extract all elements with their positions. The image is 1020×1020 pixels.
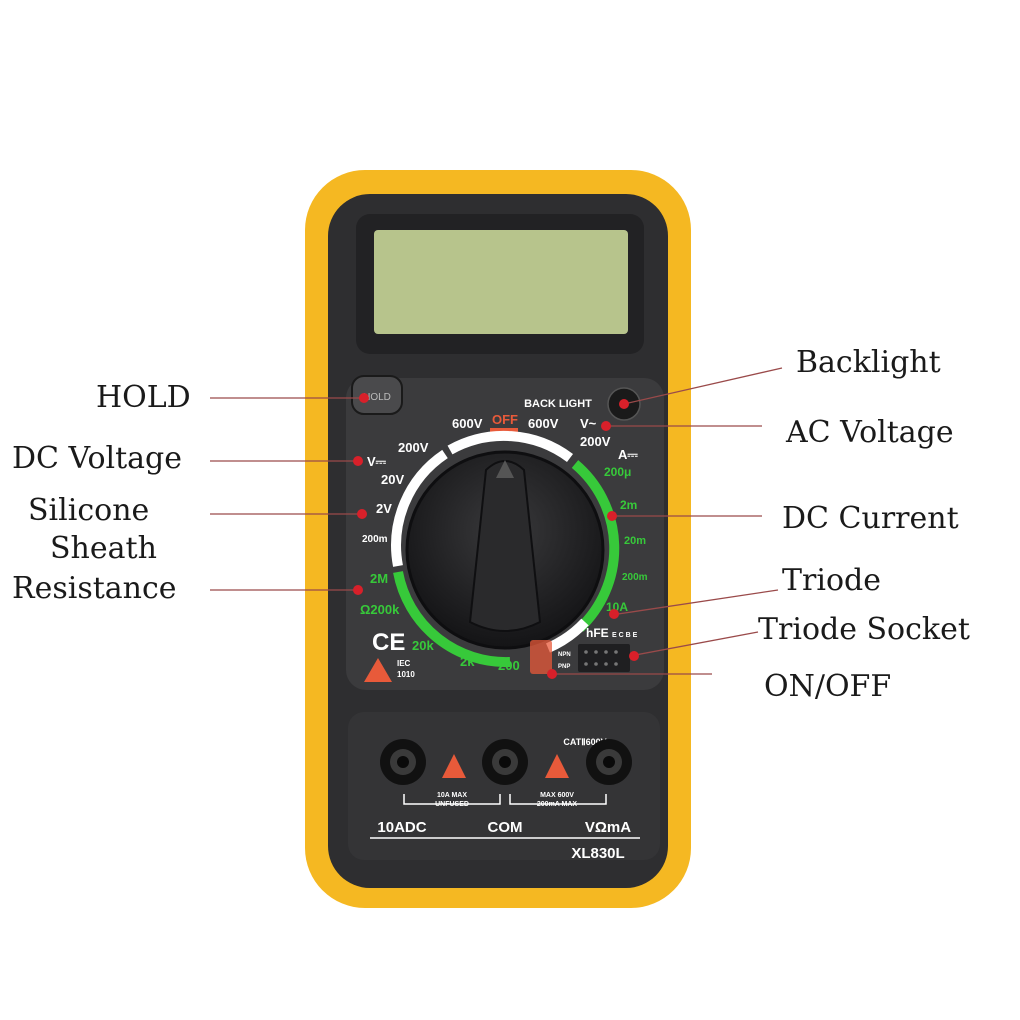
knob-pointer-icon — [496, 460, 514, 478]
callout-silicone: Silicone — [28, 493, 150, 528]
range-2k-ohm: 2k — [460, 654, 475, 669]
off-label: OFF — [492, 412, 518, 427]
ring-current-arc — [571, 460, 620, 632]
callout-triode: Triode — [782, 563, 881, 598]
jack-note-right-2: 200mA MAX — [537, 801, 578, 808]
ce-mark: CE — [372, 629, 405, 656]
jack-label-vohm-ma: VΩmA — [585, 819, 631, 836]
dc-voltage-symbol: V⎓ — [367, 454, 387, 469]
range-2v: 2V — [376, 501, 392, 516]
ring-top-arc — [447, 430, 574, 463]
range-200v-left: 200V — [398, 440, 429, 455]
iec-label: IEC — [397, 659, 411, 668]
warning-triangle-icon — [364, 658, 392, 682]
callout-dc-voltage: DC Voltage — [12, 441, 183, 476]
backlight-label: BACK LIGHT — [524, 398, 592, 410]
jack-label-com: COM — [488, 819, 523, 836]
leader-triode-socket — [629, 631, 759, 657]
range-20k-ohm: 20k — [412, 638, 434, 653]
callout-resistance: Resistance — [12, 571, 177, 606]
npn-label: NPN — [558, 652, 571, 658]
iec-number: 1010 — [397, 670, 415, 679]
leader-backlight — [623, 367, 783, 405]
callout-backlight: Backlight — [796, 345, 941, 380]
ac-voltage-symbol: V~ — [580, 416, 597, 431]
warning-triangle-icon — [442, 754, 466, 778]
ring-resistance-arc — [393, 571, 511, 668]
jack-note-left-1: 10A MAX — [437, 792, 467, 799]
range-20v: 20V — [381, 472, 404, 487]
ring-voltage-arc — [391, 449, 448, 567]
jack-panel — [348, 712, 660, 860]
pnp-label: PNP — [558, 664, 570, 670]
callout-hold: HOLD — [96, 380, 191, 415]
range-600v-left: 600V — [452, 416, 483, 431]
hfe-label: hFE — [586, 626, 609, 640]
jack-note-left-2: UNFUSED — [435, 801, 469, 808]
range-2ma: 2m — [620, 498, 637, 512]
triode-socket[interactable] — [578, 644, 630, 672]
callout-ac-voltage: AC Voltage — [786, 415, 954, 450]
range-200v-right: 200V — [580, 434, 611, 449]
range-200ua: 200μ — [604, 465, 631, 479]
jack-com[interactable] — [482, 739, 528, 785]
jack-bracket-left — [403, 794, 501, 805]
cat-rating: CATⅡ600V — [563, 737, 606, 747]
jack-note-right-1: MAX 600V — [540, 792, 574, 799]
range-200ma: 200m — [622, 572, 648, 583]
dc-current-symbol: A⎓ — [618, 447, 638, 462]
knob-grip — [468, 460, 542, 632]
jack-label-10adc: 10ADC — [377, 819, 426, 836]
hfe-pins: E C B E — [612, 632, 638, 639]
range-2m-ohm: 2M — [370, 571, 388, 586]
callout-sheath: Sheath — [50, 531, 157, 566]
callout-dc-current: DC Current — [782, 501, 959, 536]
leader-lines — [210, 367, 783, 675]
model-number: XL830L — [571, 845, 624, 862]
callout-on-off: ON/OFF — [764, 669, 892, 704]
on-off-switch[interactable] — [530, 640, 552, 674]
hold-button-label: HOLD — [363, 392, 391, 403]
callout-triode-socket: Triode Socket — [758, 612, 970, 647]
range-200mv: 200m — [362, 534, 388, 545]
range-20ma: 20m — [624, 535, 646, 547]
hold-button[interactable]: HOLD — [351, 375, 403, 415]
range-600v-right: 600V — [528, 416, 559, 431]
range-200k-ohm: Ω200k — [360, 602, 400, 617]
lcd-screen[interactable] — [374, 230, 628, 334]
leader-triode — [617, 589, 779, 615]
range-200-ohm: 200 — [498, 658, 520, 673]
jack-bracket-right — [509, 794, 607, 805]
warning-triangle-icon — [545, 754, 569, 778]
leader-dots — [353, 393, 639, 679]
jack-vohm-ma[interactable] — [586, 739, 632, 785]
jack-10adc[interactable] — [380, 739, 426, 785]
